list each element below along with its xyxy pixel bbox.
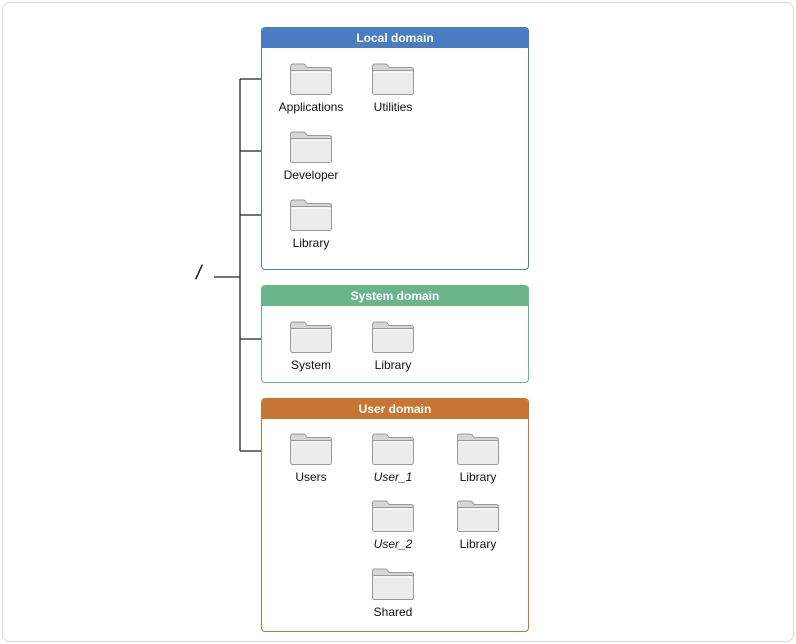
folder-users[interactable]: Users <box>266 431 356 484</box>
system-domain-header: System domain <box>262 286 528 306</box>
folder-icon <box>457 500 499 532</box>
folder-icon <box>457 433 499 465</box>
folder-label: Library <box>459 470 497 484</box>
folder-local-library[interactable]: Library <box>266 197 356 250</box>
user-domain-header: User domain <box>262 399 528 419</box>
folder-utilities[interactable]: Utilities <box>348 61 438 114</box>
folder-icon <box>290 199 332 231</box>
folder-icon <box>290 63 332 95</box>
folder-label: Users <box>295 470 327 484</box>
folder-icon <box>372 321 414 353</box>
folder-label: Library <box>459 537 497 551</box>
folder-label: User_2 <box>373 537 413 551</box>
folder-label: Utilities <box>373 100 413 114</box>
folder-icon <box>290 321 332 353</box>
folder-label: Applications <box>278 100 344 114</box>
folder-system[interactable]: System <box>266 319 356 372</box>
folder-label: Library <box>292 236 330 250</box>
folder-user-1[interactable]: User_1 <box>348 431 438 484</box>
folder-icon <box>372 433 414 465</box>
folder-icon <box>372 63 414 95</box>
folder-user-1-library[interactable]: Library <box>433 431 523 484</box>
folder-developer[interactable]: Developer <box>266 129 356 182</box>
folder-icon <box>372 500 414 532</box>
folder-icon <box>372 568 414 600</box>
folder-label: Shared <box>373 605 413 619</box>
folder-icon <box>290 131 332 163</box>
folder-shared[interactable]: Shared <box>348 566 438 619</box>
local-domain-header: Local domain <box>262 28 528 48</box>
folder-label: System <box>290 358 331 372</box>
folder-label: Developer <box>283 168 339 182</box>
folder-system-library[interactable]: Library <box>348 319 438 372</box>
folder-label: Library <box>374 358 412 372</box>
folder-applications[interactable]: Applications <box>266 61 356 114</box>
folder-user-2[interactable]: User_2 <box>348 498 438 551</box>
folder-label: User_1 <box>373 470 413 484</box>
folder-user-2-library[interactable]: Library <box>433 498 523 551</box>
folder-icon <box>290 433 332 465</box>
